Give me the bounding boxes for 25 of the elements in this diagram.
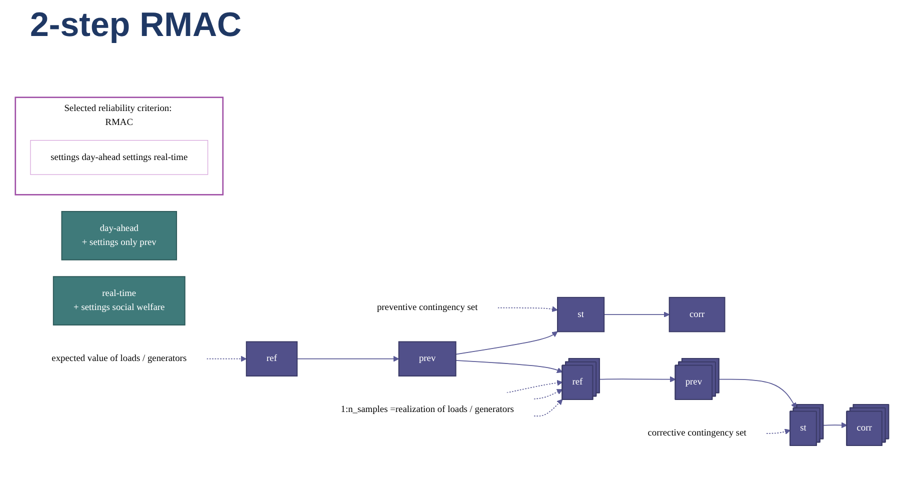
arrow <box>604 311 670 318</box>
arrow <box>206 355 247 362</box>
arrow <box>534 388 563 399</box>
arrow <box>599 376 676 382</box>
node-box: day-ahead + settings only prev <box>61 210 178 260</box>
node-box: real-time + settings social welfare <box>52 276 186 326</box>
arrow <box>766 428 791 434</box>
arrow <box>534 398 563 416</box>
node-box: ref <box>246 340 298 376</box>
arrow <box>718 378 797 408</box>
node-box: settings day-ahead settings real-time <box>30 140 208 174</box>
arrow <box>506 380 563 393</box>
node-box: corr <box>668 296 726 332</box>
arrow <box>455 330 558 354</box>
node-box: st <box>557 296 605 332</box>
slide-title: 2-step RMAC <box>30 6 243 45</box>
arrow <box>455 360 563 373</box>
node-text: preventive contingency set <box>376 302 478 312</box>
arrow <box>497 306 558 312</box>
arrow <box>823 422 848 428</box>
node-box: prev <box>398 340 456 376</box>
arrow <box>296 355 400 362</box>
node-text: 1:n_samples =realization of loads / generators <box>340 404 514 414</box>
node-text: corrective contingency set <box>648 428 746 438</box>
node-text: expected value of loads / generators <box>52 353 187 364</box>
